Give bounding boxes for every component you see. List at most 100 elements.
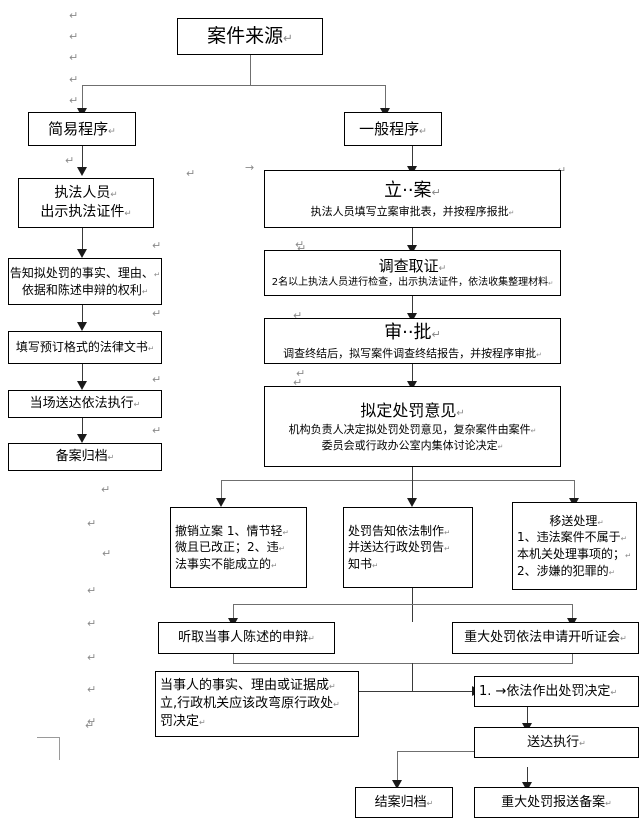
paragraph-mark: ↵ — [108, 125, 116, 137]
paragraph-mark: ↵ — [620, 634, 627, 644]
connector-approval-to-draft — [412, 364, 413, 386]
connector-branch-left — [221, 480, 222, 502]
node-revoke-filing[interactable]: 撤销立案 1、情节轻↵ 微且已改正；2、违↵ 法事实不能成立的↵ — [170, 507, 307, 588]
node-revoke-filing-line-1: 微且已改正；2、违↵ — [175, 540, 285, 555]
node-major-hearing[interactable]: 重大处罚依法申请开听证会↵ — [452, 622, 639, 654]
node-approval[interactable]: 审··批↵ 调查终结后，拟写案件调查终结报告，并按程序审批↵ — [264, 318, 561, 364]
node-approval-title: 审··批↵ — [384, 322, 441, 343]
connector-to-hear-statement — [233, 604, 234, 622]
connector-hear-down — [233, 654, 234, 664]
paragraph-mark: ↵ — [444, 527, 451, 537]
paragraph-mark: ↵ — [548, 280, 554, 288]
paragraph-mark: ↵ — [69, 9, 79, 22]
node-filing-title: 立··案↵ — [384, 180, 441, 201]
node-hear-statement-line-0: 听取当事人陈述的申辩↵ — [178, 630, 315, 646]
tab-mark: → — [245, 161, 255, 174]
node-draft-penalty-line-1: 委员会或行政办公室内集体讨论决定↵ — [321, 438, 504, 452]
paragraph-mark: ↵ — [85, 719, 95, 732]
connector-case-source-stem — [250, 54, 251, 86]
node-inform-rights-line-0: 告知拟处罚的事实、理由、↵ — [9, 265, 161, 280]
arrow-to-penalty-notice — [407, 498, 417, 507]
node-major-report[interactable]: 重大处罚报送备案↵ — [474, 787, 639, 818]
connector-investigation-to-approval — [412, 296, 413, 318]
connector-inform-to-fill — [82, 305, 83, 327]
paragraph-mark: ↵ — [69, 51, 79, 64]
paragraph-mark: ↵ — [152, 239, 162, 252]
node-inform-rights[interactable]: 告知拟处罚的事实、理由、↵ 依据和陈述申辩的权利↵ — [8, 258, 162, 305]
node-case-source-line-0: 案件来源↵ — [207, 25, 293, 48]
paragraph-mark: ↵ — [431, 328, 441, 341]
connector-general-to-filing — [412, 145, 413, 170]
paragraph-mark: ↵ — [508, 208, 515, 217]
node-simple-procedure[interactable]: 简易程序↵ — [28, 112, 136, 146]
node-onsite-execute[interactable]: 当场送达依法执行↵ — [8, 390, 162, 418]
paragraph-mark: ↵ — [87, 651, 97, 664]
paragraph-mark: ↵ — [620, 534, 627, 544]
node-investigation-line-0: 2名以上执法人员进行检查，出示执法证件，依法收集整理材料↵ — [271, 277, 554, 289]
paragraph-mark: ↵ — [497, 442, 504, 451]
connector-hearing-bar — [233, 604, 573, 605]
paragraph-mark: ↵ — [456, 408, 465, 420]
arrow-to-close-archive — [392, 780, 402, 789]
paragraph-mark: ↵ — [297, 242, 307, 255]
connector-to-simple — [82, 85, 83, 111]
paragraph-mark: ↵ — [329, 682, 336, 692]
paragraph-mark: ↵ — [278, 544, 285, 554]
node-penalty-notice[interactable]: 处罚告知依法制作↵ 并送达行政处罚告↵ 知书↵ — [343, 507, 473, 588]
connector-branch-mid — [412, 480, 413, 502]
node-draft-penalty[interactable]: 拟定处罚意见↵ 机构负责人决定拟处罚处罚意见，复杂案件由案件↵ 委员会或行政办公… — [264, 386, 561, 467]
node-investigation[interactable]: 调查取证↵ 2名以上执法人员进行检查，出示执法证件，依法收集整理材料↵ — [264, 250, 561, 296]
paragraph-mark: ↵ — [557, 164, 567, 177]
node-general-procedure-line-0: 一般程序↵ — [359, 119, 427, 138]
node-record-archive[interactable]: 备案归档↵ — [8, 443, 162, 471]
node-party-claim-valid[interactable]: 当事人的事实、理由或证据成↵ 立,行政机关应该改弯原行政处↵ 罚决定↵ — [155, 671, 359, 737]
connector-deliver-to-archive-stem — [397, 751, 398, 784]
paragraph-mark: ↵ — [124, 209, 132, 219]
node-record-archive-line-0: 备案归档↵ — [55, 449, 115, 465]
paragraph-mark: ↵ — [87, 715, 97, 728]
paragraph-mark: ↵ — [579, 738, 586, 748]
paragraph-mark: ↵ — [625, 551, 632, 560]
node-deliver-execute-line-0: 送达执行↵ — [527, 734, 586, 750]
paragraph-mark: ↵ — [333, 700, 340, 710]
node-revoke-filing-line-2: 法事实不能成立的↵ — [175, 556, 278, 571]
node-party-claim-valid-line-2: 罚决定↵ — [160, 713, 206, 729]
page-margin-corner — [37, 737, 60, 760]
node-deliver-execute[interactable]: 送达执行↵ — [474, 727, 639, 758]
paragraph-mark: ↵ — [296, 367, 306, 380]
node-hear-statement[interactable]: 听取当事人陈述的申辩↵ — [158, 622, 335, 654]
node-draft-penalty-title: 拟定处罚意见↵ — [360, 401, 465, 421]
node-law-officer-line-1: 出示执法证件↵ — [40, 204, 132, 220]
node-transfer-handle-line-2: 本机关处理事项的；↵ — [517, 547, 632, 561]
arrow-to-major-report — [522, 782, 532, 791]
node-general-procedure[interactable]: 一般程序↵ — [344, 112, 442, 146]
node-filing[interactable]: 立··案↵ 执法人员填写立案审批表，并按程序报批↵ — [264, 170, 561, 228]
paragraph-mark: ↵ — [107, 453, 115, 463]
node-draft-penalty-line-0: 机构负责人决定拟处罚处罚意见，复杂案件由案件↵ — [288, 423, 537, 437]
connector-officer-to-inform — [82, 227, 83, 253]
paragraph-mark: ↵ — [87, 683, 97, 696]
paragraph-mark: ↵ — [283, 31, 293, 46]
paragraph-mark: ↵ — [87, 517, 97, 530]
node-make-decision[interactable]: 1. →依法作出处罚决定↵ — [474, 676, 639, 707]
node-investigation-title: 调查取证↵ — [378, 256, 447, 275]
arrow-to-record-archive — [77, 434, 87, 443]
paragraph-mark: ↵ — [431, 186, 441, 199]
paragraph-mark: ↵ — [372, 560, 379, 570]
node-law-officer-line-0: 执法人员↵ — [54, 184, 118, 201]
node-transfer-handle[interactable]: 移送处理↵ 1、违法案件不属于↵ 本机关处理事项的；↵ 2、涉嫌的犯罪的↵ — [512, 502, 637, 590]
node-law-officer[interactable]: 执法人员↵ 出示执法证件↵ — [18, 178, 154, 228]
arrow-to-investigation — [407, 245, 417, 254]
node-case-source[interactable]: 案件来源↵ — [177, 18, 323, 55]
paragraph-mark: ↵ — [426, 798, 434, 808]
node-close-archive[interactable]: 结案归档↵ — [355, 787, 453, 818]
paragraph-mark: ↵ — [199, 717, 206, 727]
paragraph-mark: ↵ — [271, 560, 278, 570]
node-fill-documents[interactable]: 填写预订格式的法律文书↵ — [8, 331, 162, 364]
paragraph-mark: ↵ — [293, 309, 303, 322]
paragraph-mark: ↵ — [152, 424, 162, 437]
connector-decision-to-deliver — [527, 707, 528, 727]
connector-deliver-to-report — [527, 767, 528, 787]
arrow-to-fill-documents — [77, 322, 87, 331]
